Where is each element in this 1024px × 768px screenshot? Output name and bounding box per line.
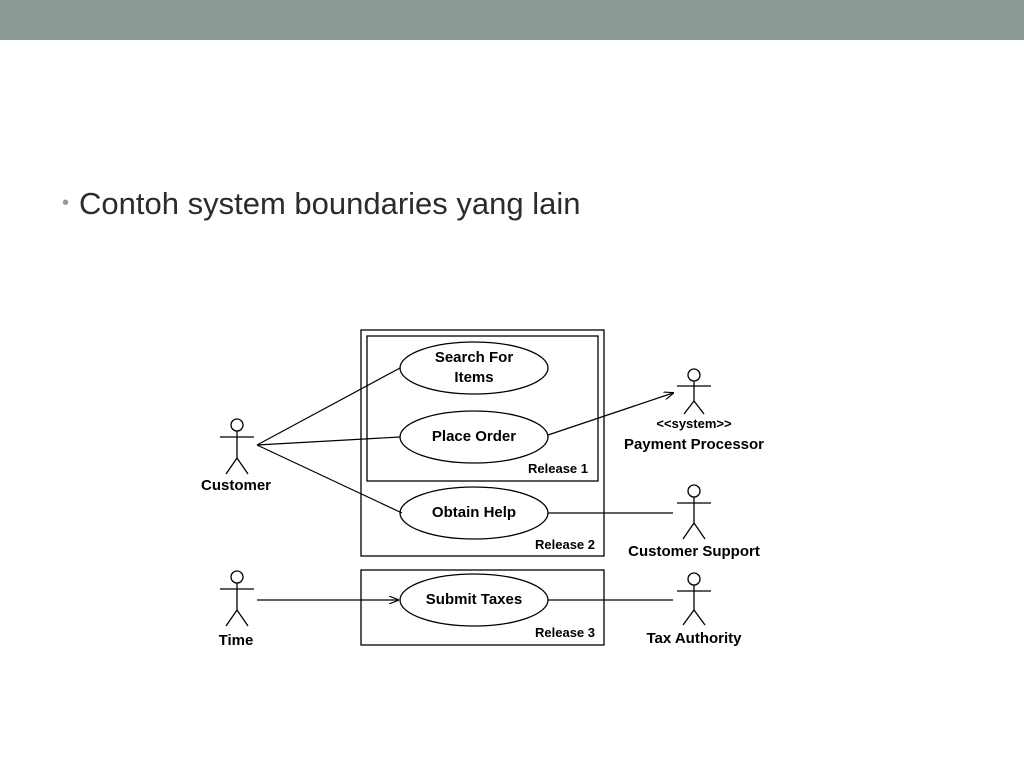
actor-time-label: Time bbox=[219, 632, 254, 649]
actor-payment-stereotype: <<system>> bbox=[656, 416, 732, 431]
actor-payment-label: Payment Processor bbox=[624, 436, 764, 453]
release3-boundary bbox=[360, 569, 605, 646]
release2-label: Release 2 bbox=[535, 537, 595, 552]
actor-customer-support-label: Customer Support bbox=[628, 543, 760, 560]
assoc-order-payment bbox=[547, 393, 673, 436]
actor-customer-label: Customer bbox=[201, 477, 271, 494]
bullet-dot-icon: • bbox=[62, 192, 70, 214]
usecase-submit-taxes-label: Submit Taxes bbox=[426, 591, 522, 608]
usecase-obtain-help-label: Obtain Help bbox=[432, 504, 516, 521]
bullet-item: • Contoh system boundaries yang lain bbox=[62, 186, 580, 222]
actor-time-icon bbox=[220, 570, 254, 627]
usecase-place-order-label: Place Order bbox=[432, 428, 516, 445]
actor-tax-authority-icon bbox=[677, 572, 711, 626]
bullet-text: Contoh system boundaries yang lain bbox=[79, 186, 581, 221]
actor-customer-support-icon bbox=[677, 484, 711, 540]
release2-boundary bbox=[360, 329, 605, 557]
actor-customer-icon bbox=[220, 418, 254, 475]
assoc-customer-search bbox=[256, 367, 401, 446]
release1-boundary bbox=[366, 335, 599, 482]
assoc-customer-order bbox=[256, 436, 401, 446]
actor-payment-processor-icon bbox=[677, 368, 711, 415]
release1-label: Release 1 bbox=[528, 461, 588, 476]
usecase-search-label-1: Search For bbox=[435, 349, 514, 366]
actor-tax-authority-label: Tax Authority bbox=[646, 630, 742, 647]
usecase-search-label-2: Items bbox=[454, 369, 493, 386]
release3-label: Release 3 bbox=[535, 625, 595, 640]
top-bar bbox=[0, 0, 1024, 40]
assoc-customer-help bbox=[256, 444, 403, 514]
